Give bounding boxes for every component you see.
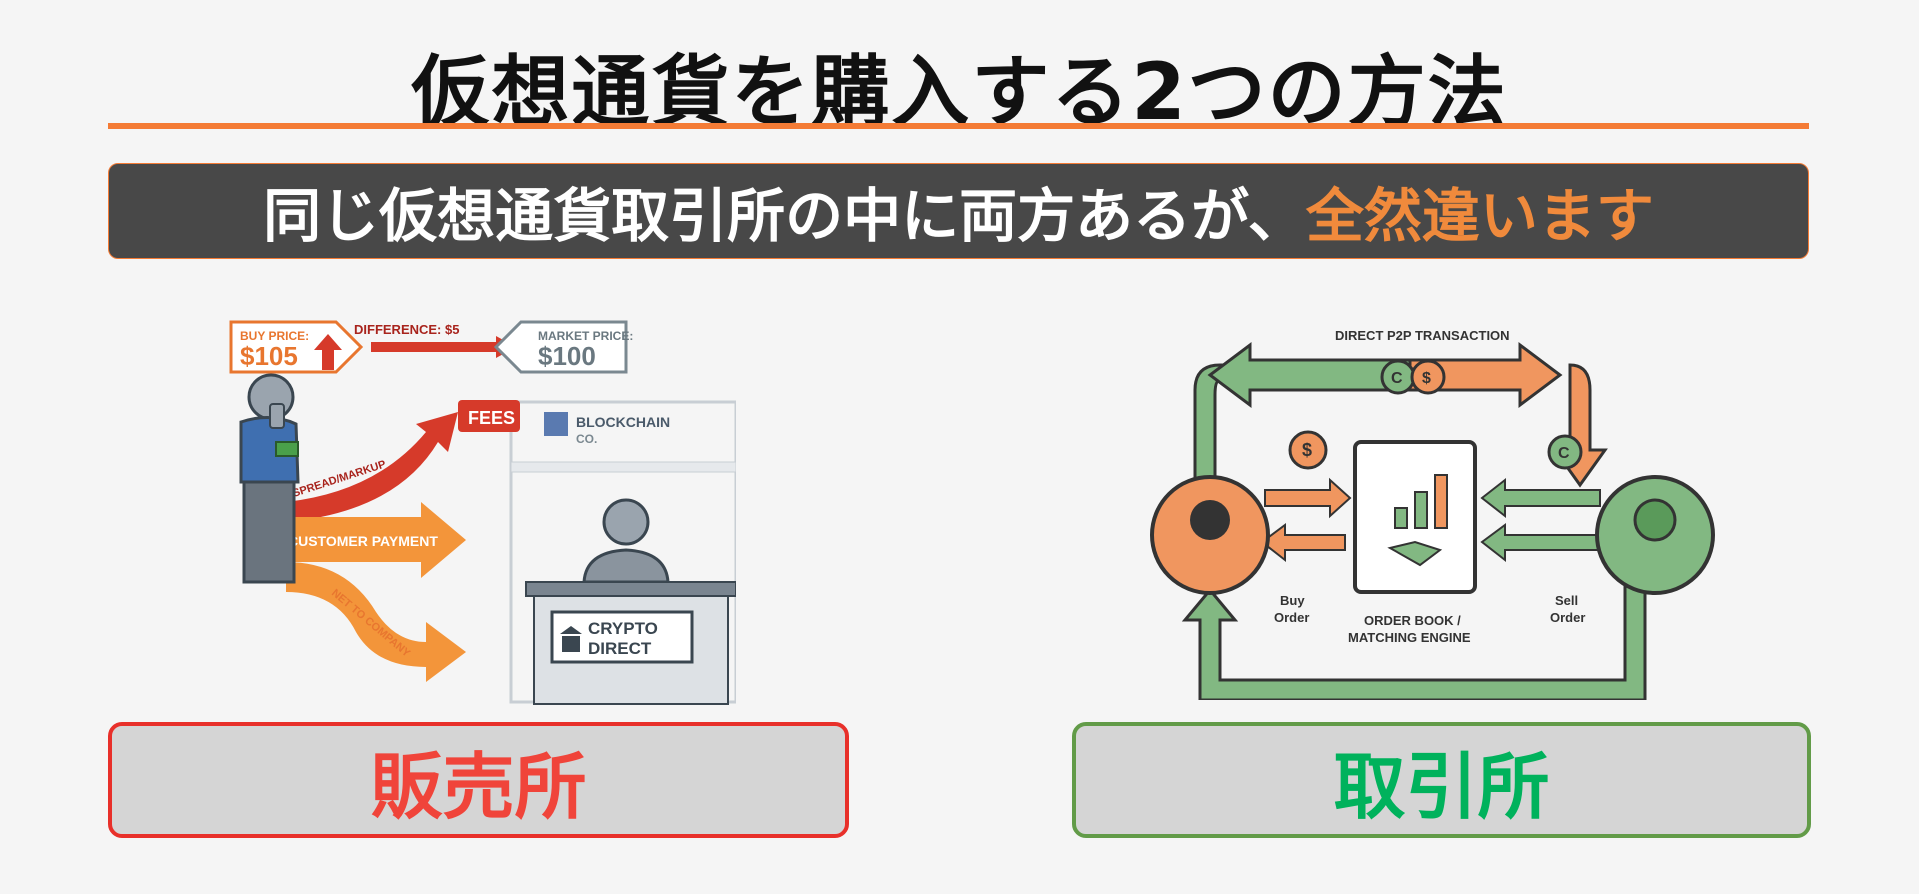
arrow-up-icon [314, 334, 342, 370]
market-price-value: $100 [538, 341, 596, 371]
sell-return-arrow [1480, 523, 1601, 563]
cash-icon [275, 441, 299, 457]
spread-arrow [286, 412, 458, 522]
sign-line1: CRYPTO [588, 619, 658, 638]
p2p-left-arrow [1207, 342, 1412, 408]
exchange-illustration: DIRECT P2P TRANSACTION C $ $ C Buy Order… [1150, 320, 1735, 700]
payment-label: CUSTOMER PAYMENT [288, 533, 438, 549]
buy-price-value: $105 [240, 341, 298, 371]
banner-highlight: 全然違います [1305, 182, 1654, 250]
clerk-head [602, 498, 650, 546]
handshake-icon [1387, 540, 1443, 567]
fees-badge [458, 400, 520, 432]
dollar-symbol: $ [1422, 370, 1431, 387]
payment-arrow [286, 502, 466, 578]
coin-stack-icon [1547, 434, 1583, 470]
sign-line2: DIRECT [588, 639, 652, 658]
dealer-label-box: 販売所 [108, 722, 849, 838]
subtitle-banner: 同じ仮想通貨取引所の中に両方あるが、全然違います [108, 163, 1809, 259]
clerk-body [582, 548, 670, 584]
title-underline [108, 123, 1809, 129]
phone-icon [269, 403, 285, 429]
dollar-coin-icon [1410, 359, 1446, 395]
sell-label-1: Sell [1555, 593, 1578, 608]
sell-label-2: Order [1550, 610, 1585, 625]
buy-label-2: Order [1274, 610, 1309, 625]
buy-return-arrow [1260, 523, 1346, 563]
engine-label-2: MATCHING ENGINE [1348, 630, 1471, 645]
company-suffix: CO. [576, 432, 597, 446]
net-arrow [286, 562, 466, 682]
market-price-label: MARKET PRICE: [538, 329, 633, 343]
difference-arrow [371, 336, 516, 358]
bar-chart-icon [1434, 474, 1448, 529]
market-price-tag [493, 320, 628, 374]
exchange-label-box: 取引所 [1072, 722, 1811, 838]
difference-label: DIFFERENCE: $5 [354, 322, 459, 337]
p2p-label: DIRECT P2P TRANSACTION [1335, 328, 1510, 343]
buy-price-label: BUY PRICE: [240, 329, 309, 343]
dollar-symbol-2: $ [1302, 440, 1312, 460]
engine-label-1: ORDER BOOK / [1364, 613, 1461, 628]
customer-legs [242, 480, 296, 584]
sell-order-arrow [1480, 477, 1601, 519]
fees-label: FEES [468, 408, 515, 428]
loop-bottom-arrow [1181, 538, 1647, 700]
banner-text: 同じ仮想通貨取引所の中に両方あるが、 [263, 182, 1306, 250]
buy-order-arrow [1264, 477, 1352, 519]
coin-symbol-2: C [1558, 445, 1570, 462]
company-name: BLOCKCHAIN [576, 414, 670, 430]
dealer-illustration: BUY PRICE: $105 DIFFERENCE: $5 MARKET PR… [226, 312, 736, 707]
dollar-icon [1288, 430, 1328, 470]
bank-icon [560, 626, 582, 652]
buy-label-1: Buy [1280, 593, 1305, 608]
blockchain-logo-icon [544, 412, 568, 436]
coin-symbol: C [1391, 370, 1403, 387]
